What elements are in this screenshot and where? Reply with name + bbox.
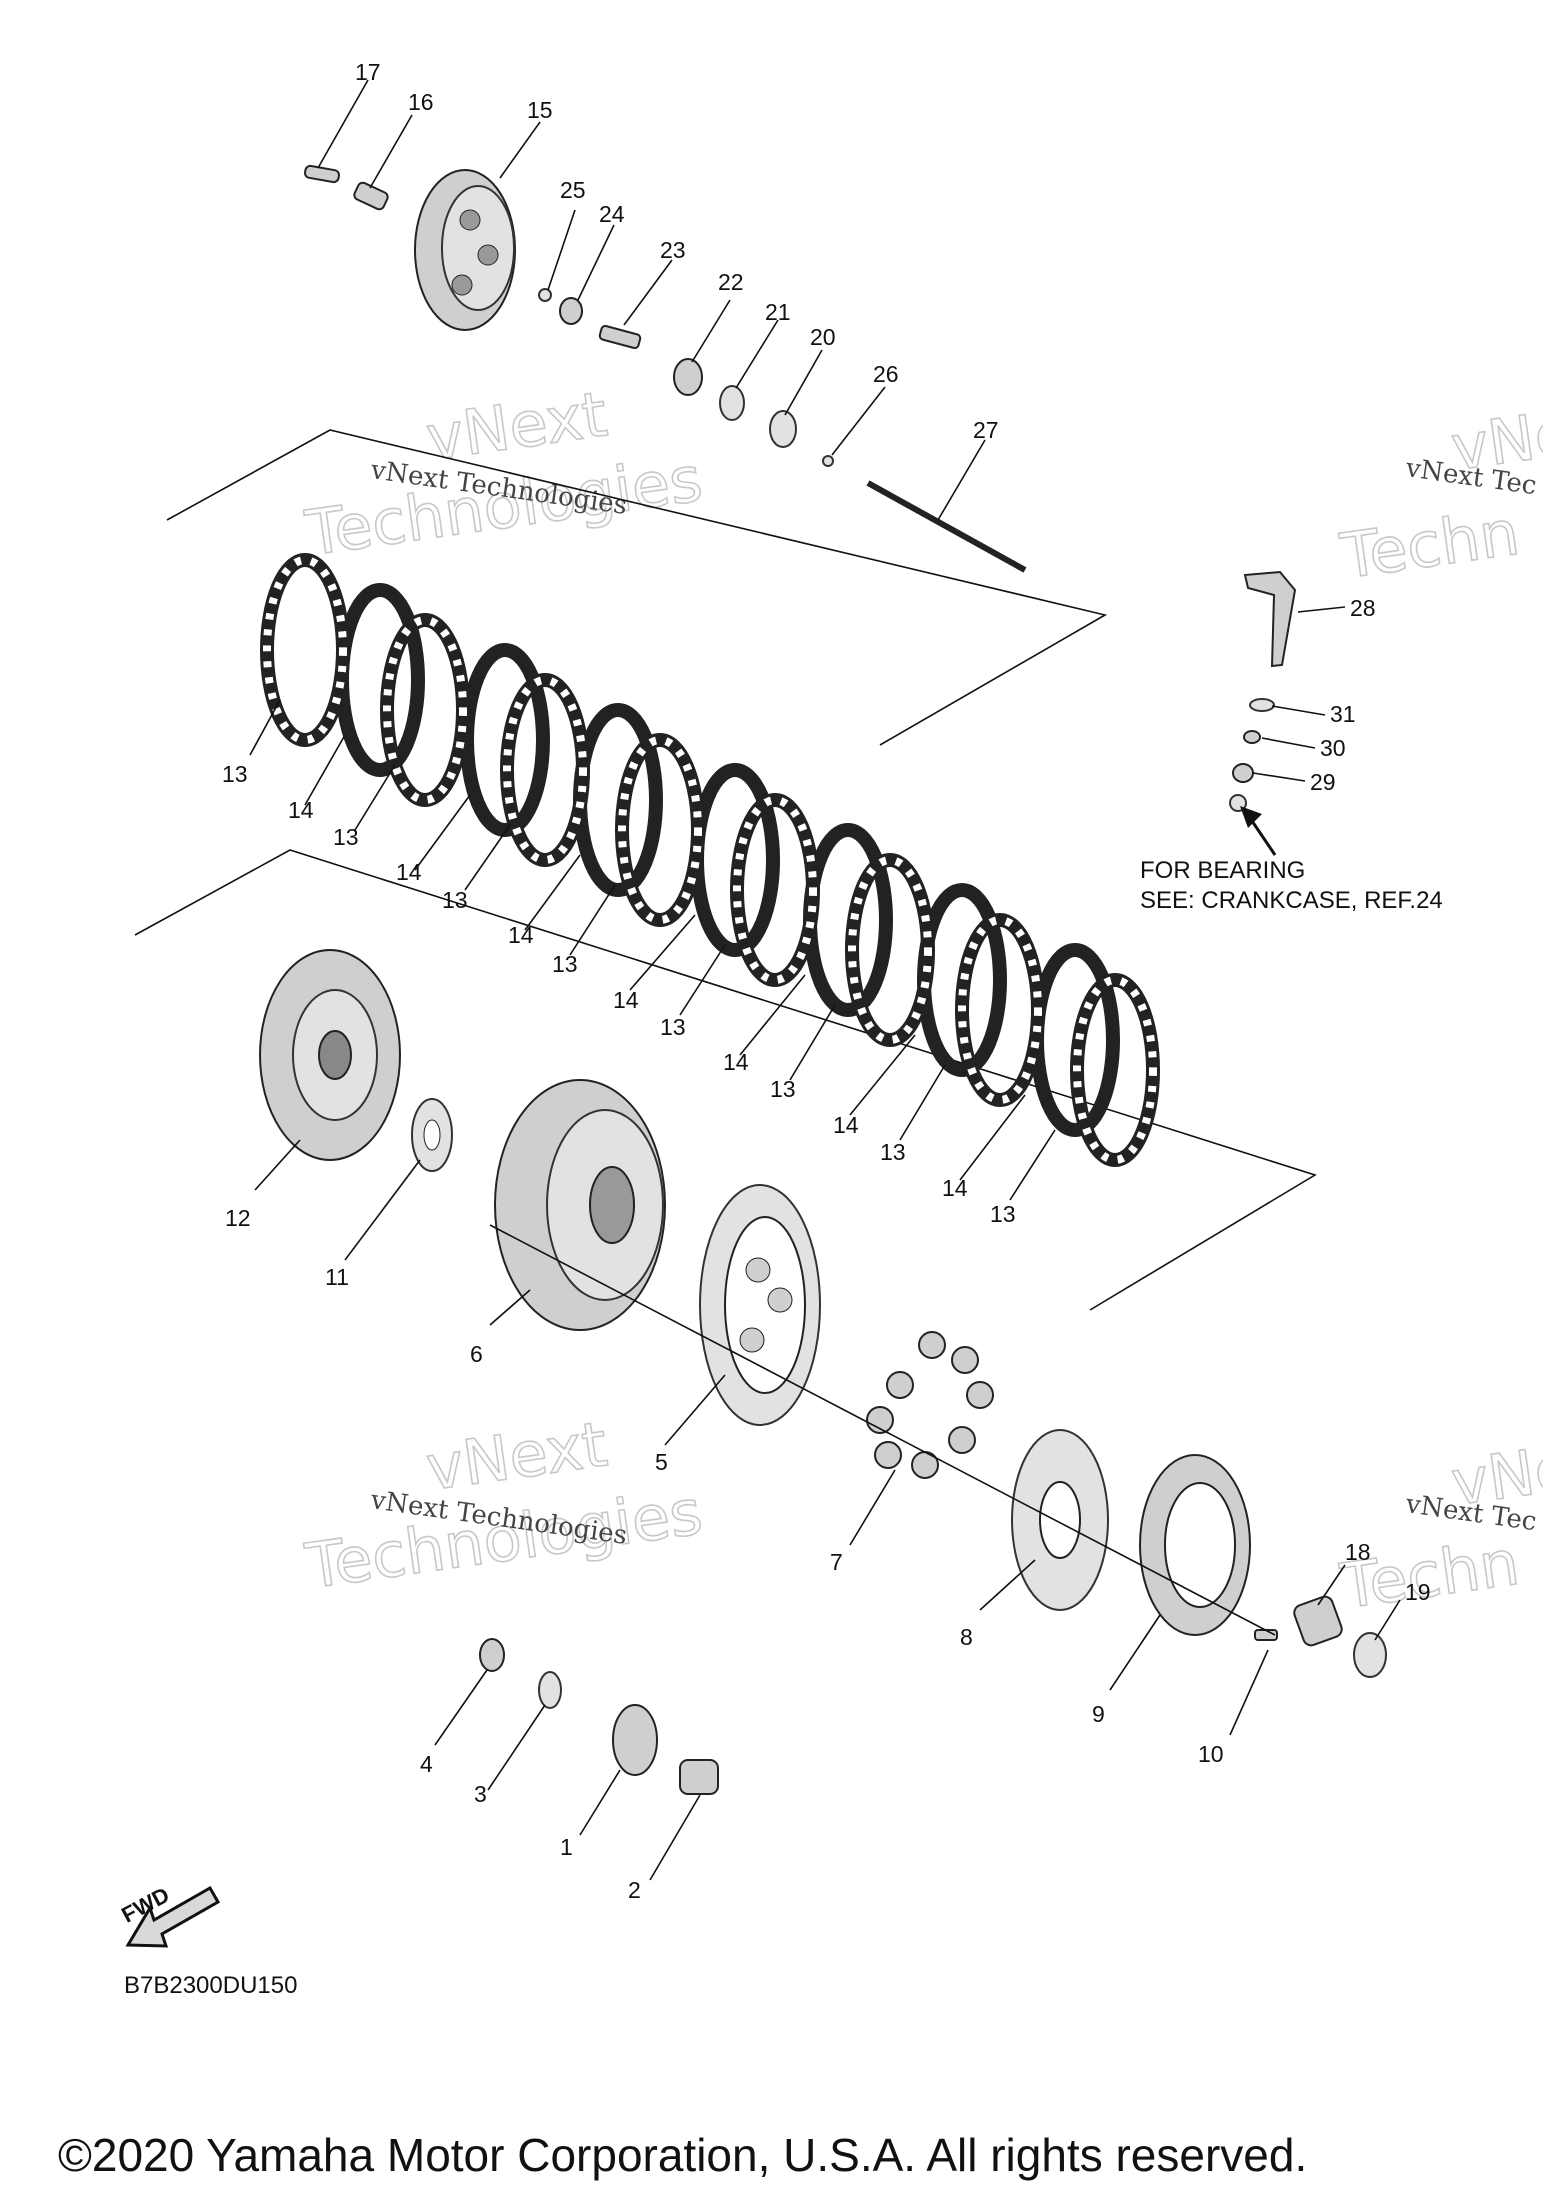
callout-13: 13	[660, 1014, 686, 1040]
bushing	[1293, 1595, 1343, 1647]
callout-21: 21	[765, 299, 791, 325]
callout-14: 14	[723, 1049, 749, 1075]
callout-1: 1	[560, 1834, 573, 1860]
callout-16: 16	[408, 89, 434, 115]
callout-31: 31	[1330, 701, 1356, 727]
callout-7: 7	[830, 1549, 843, 1575]
callout-14: 14	[396, 859, 422, 885]
callout-3: 3	[474, 1781, 487, 1807]
callout-26: 26	[873, 361, 899, 387]
gear-1	[612, 1704, 658, 1776]
watermark-group-top: vNext Technologies vNext Technologies	[300, 377, 707, 571]
plate-stack-frame-lower	[134, 849, 1317, 1311]
callout-labels: 17 16 15 25 24 23 22 21 20 26 27 28 31 3…	[222, 59, 1431, 1903]
callout-4: 4	[420, 1751, 433, 1777]
callout-20: 20	[810, 324, 836, 350]
damper-rubbers	[866, 1331, 994, 1479]
callout-9: 9	[1092, 1701, 1105, 1727]
callout-6: 6	[470, 1341, 483, 1367]
callout-13: 13	[222, 761, 248, 787]
drive-train-group	[489, 1184, 1387, 1678]
callout-29: 29	[1310, 769, 1336, 795]
circlip	[1249, 698, 1275, 712]
clutch-spring	[353, 181, 389, 211]
washer-21	[719, 385, 745, 421]
pressure-plate-group	[304, 164, 1027, 573]
watermark-vnext-clipped: vNe	[1447, 1431, 1543, 1520]
watermark-group-bottom: vNext Technologies vNext Technologies	[300, 1407, 707, 1604]
plate-stack-frame-upper	[166, 429, 1108, 746]
watermark-technologies-clipped: Techn	[1336, 496, 1524, 593]
callout-14: 14	[288, 797, 314, 823]
callout-14: 14	[508, 922, 534, 948]
note-line-1: FOR BEARING	[1140, 857, 1305, 884]
callout-2: 2	[628, 1877, 641, 1903]
clutch-plates	[260, 553, 1160, 1167]
callout-5: 5	[655, 1449, 668, 1475]
watermark-group-right-bottom: vNe Techn vNext Tec	[1335, 1430, 1543, 1624]
callout-8: 8	[960, 1624, 973, 1650]
callout-25: 25	[560, 177, 586, 203]
arrow-icon	[1240, 806, 1262, 828]
bottom-parts-group	[479, 1638, 719, 1795]
bolt	[304, 164, 340, 184]
bearing	[673, 358, 703, 396]
note-line-2: SEE: CRANKCASE, REF.24	[1140, 887, 1443, 914]
collar	[479, 1638, 505, 1672]
washer-3	[538, 1671, 562, 1709]
oil-seal	[1232, 763, 1254, 783]
callout-13: 13	[880, 1139, 906, 1165]
washer	[559, 297, 583, 325]
callout-10: 10	[1198, 1741, 1224, 1767]
callout-14: 14	[613, 987, 639, 1013]
bearing-note: FOR BEARING SEE: CRANKCASE, REF.24	[1140, 857, 1443, 914]
callout-12: 12	[225, 1205, 251, 1231]
callout-18: 18	[1345, 1539, 1371, 1565]
callout-24: 24	[599, 201, 625, 227]
washer-19	[1353, 1632, 1387, 1678]
lever-shaft	[1243, 570, 1297, 668]
callout-28: 28	[1350, 595, 1376, 621]
bearing-2	[679, 1759, 719, 1795]
callout-14: 14	[833, 1112, 859, 1138]
callout-13: 13	[770, 1076, 796, 1102]
leader-lines	[249, 79, 1401, 1881]
callout-13: 13	[990, 1201, 1016, 1227]
callout-11: 11	[325, 1264, 349, 1290]
watermark-vnext-clipped: vNe	[1447, 396, 1543, 485]
diagram-code: B7B2300DU150	[124, 1972, 298, 1999]
ball-26	[822, 455, 834, 467]
washer-30	[1243, 730, 1261, 744]
push-rod	[598, 324, 642, 350]
watermark-group-right-top: vNe Techn vNext Tec	[1335, 395, 1543, 594]
clutch-boss-group	[259, 949, 666, 1331]
ball	[538, 288, 552, 302]
copyright-notice: ©2020 Yamaha Motor Corporation, U.S.A. A…	[58, 2129, 1308, 2181]
washer-20	[769, 410, 797, 448]
forward-arrow-icon	[125, 1885, 221, 1948]
callout-23: 23	[660, 237, 686, 263]
push-rod-long	[866, 480, 1027, 573]
callout-19: 19	[1405, 1579, 1431, 1605]
callout-15: 15	[527, 97, 553, 123]
callout-13: 13	[442, 887, 468, 913]
clutch-lever-group	[1229, 570, 1297, 856]
callout-30: 30	[1320, 735, 1346, 761]
callout-13: 13	[552, 951, 578, 977]
callout-17: 17	[355, 59, 381, 85]
callout-13: 13	[333, 824, 359, 850]
callout-14: 14	[942, 1175, 968, 1201]
callout-22: 22	[718, 269, 744, 295]
callout-27: 27	[973, 417, 999, 443]
